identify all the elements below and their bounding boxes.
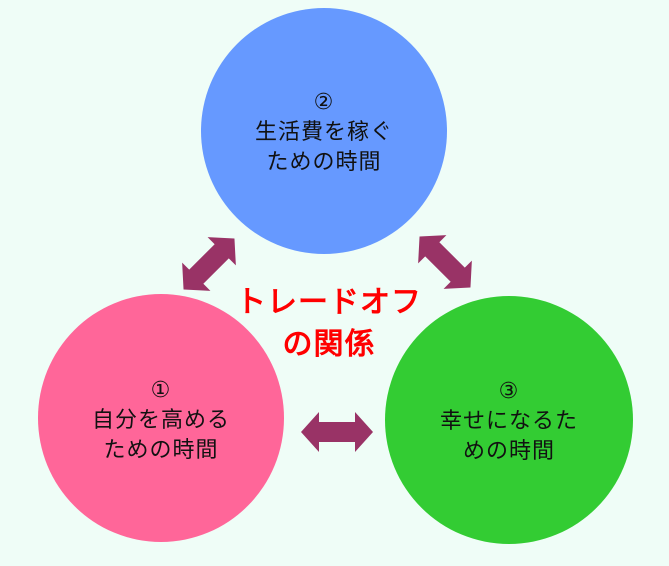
circle-living-cost-time: ② 生活費を稼ぐ ための時間 bbox=[201, 8, 447, 254]
circle-right-line2: めの時間 bbox=[462, 439, 555, 464]
double-arrow-icon bbox=[301, 412, 373, 452]
tradeoff-title: トレードオフ の関係 bbox=[234, 282, 424, 366]
tradeoff-title-line1: トレードオフ bbox=[236, 285, 422, 320]
circle-left-number: ① bbox=[150, 378, 172, 403]
circle-self-improvement-time: ① 自分を高める ための時間 bbox=[38, 294, 284, 542]
circle-top-text: ② 生活費を稼ぐ ための時間 bbox=[255, 88, 393, 178]
circle-top-line2: ための時間 bbox=[266, 150, 382, 175]
circle-right-number: ③ bbox=[498, 379, 520, 404]
circle-left-line2: ための時間 bbox=[103, 438, 219, 463]
circle-right-line1: 幸せになるた bbox=[439, 409, 578, 434]
circle-right-text: ③ 幸せになるた めの時間 bbox=[440, 377, 578, 467]
tradeoff-title-line2: の関係 bbox=[282, 327, 376, 362]
circle-left-text: ① 自分を高める ための時間 bbox=[92, 376, 230, 466]
circle-happiness-time: ③ 幸せになるた めの時間 bbox=[385, 296, 633, 544]
circle-top-number: ② bbox=[313, 90, 335, 115]
circle-top-line1: 生活費を稼ぐ bbox=[254, 120, 393, 145]
circle-left-line1: 自分を高める bbox=[91, 408, 230, 433]
arrow-left-right-shape bbox=[301, 412, 373, 452]
